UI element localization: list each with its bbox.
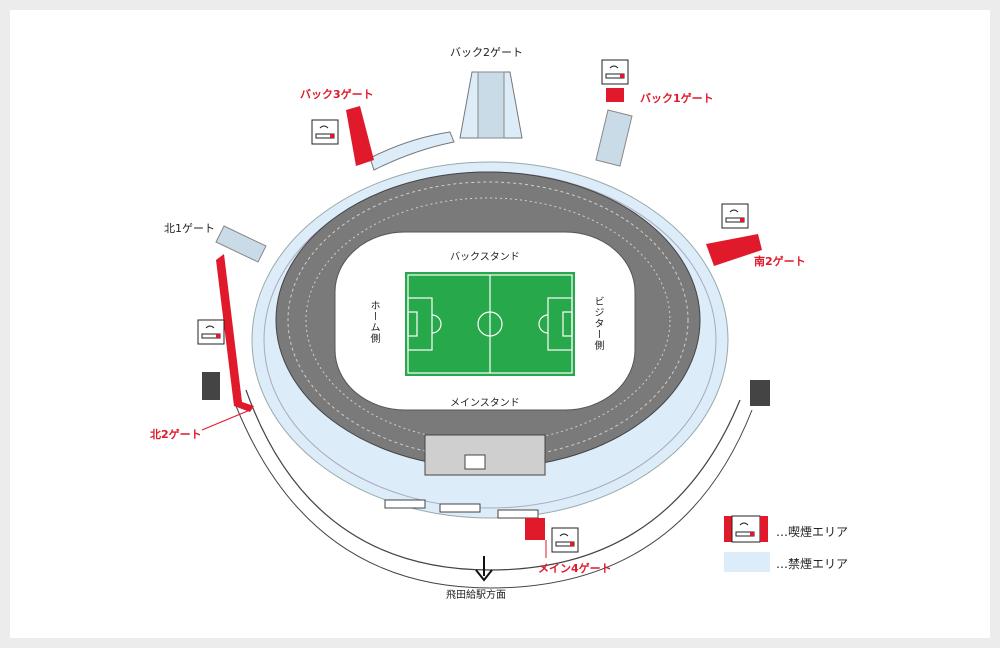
gate-label-south2: 南2ゲート [754, 255, 806, 268]
legend-no-smoking-swatch [724, 552, 770, 572]
back1-smoking-area [606, 88, 624, 102]
smoking-icon [551, 527, 579, 553]
smoking-icon [197, 319, 225, 345]
south2-smoking-area [706, 234, 762, 266]
back3-walkway [369, 131, 455, 171]
legend-no-smoking-label: …禁煙エリア [776, 557, 849, 571]
north1-walkway [215, 225, 267, 263]
home-side-label: ホーム側 [368, 300, 379, 344]
north2-smoking-area [216, 254, 254, 412]
visitor-side-label: ビジター側 [592, 296, 603, 351]
pitch [405, 272, 575, 376]
main4-smoking-area [525, 518, 545, 540]
legend-smoking-label: …喫煙エリア [776, 525, 849, 539]
gate-label-north1: 北1ゲート [164, 222, 215, 235]
smoking-icon [601, 59, 629, 85]
arrow-down-icon [475, 556, 493, 582]
main-stand-label: メインスタンド [450, 398, 520, 409]
back1-walkway [595, 109, 633, 167]
back3-smoking-area [346, 106, 374, 166]
back-stand-label: バックスタンド [450, 252, 520, 263]
gate-label-back3: バック3ゲート [300, 88, 374, 101]
direction-label: 飛田給駅方面 [446, 590, 506, 601]
map-frame: バック2ゲート バック3ゲート バック1ゲート 北1ゲート 南2ゲート 北2ゲー… [10, 10, 990, 638]
main-side-ring [245, 389, 741, 571]
gate-label-north2: 北2ゲート [150, 428, 202, 441]
legend-smoking-swatch [724, 515, 768, 543]
stadium-map [197, 59, 770, 589]
gate-label-back1: バック1ゲート [640, 92, 714, 105]
smoking-icon [721, 203, 749, 229]
gate-label-back2: バック2ゲート [450, 46, 523, 59]
smoking-icon [311, 119, 339, 145]
gate-label-main4: メイン4ゲート [538, 562, 612, 575]
